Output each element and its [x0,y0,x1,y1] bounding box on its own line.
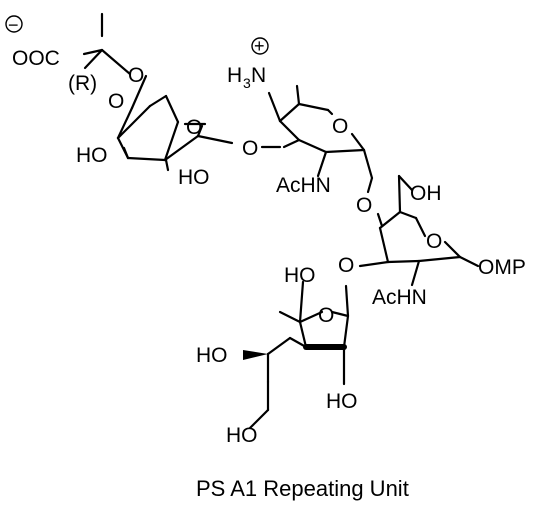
galactose-ring-oxygen-label: O [186,116,202,139]
amino-sugar-ring-oxygen-label: O [332,115,348,138]
amine-n-label: N [251,64,266,87]
negative-charge-circle [5,15,23,33]
carboxylate-label: OOC [12,47,60,70]
amine-h-label: H [227,64,242,87]
pyruvate-galactose-ring [82,12,234,172]
positive-charge-circle [251,37,269,55]
acetamido-1-label: AcHN [276,174,331,197]
figure-caption: PS A1 Repeating Unit [196,476,409,501]
glycosidic-oxygen-2-label: O [356,194,372,217]
furanose-ring-oxygen-label: O [318,304,334,327]
terminal-hydroxyl-label: HO [226,424,258,447]
link-amino-sugar-to-glucose [376,212,384,228]
lower-right-ring [358,174,480,287]
furanose-hydroxyl-bottom-label: HO [326,390,358,413]
side-chain-hydroxyl-label: HO [196,344,228,367]
amine-subscript-label: 3 [243,75,251,91]
anomeric-group-label: OMP [478,256,526,279]
galactose-hydroxyl-label: HO [76,144,108,167]
acetamido-2-label: AcHN [372,286,427,309]
atom-labels: − OOC (R) O O O HO HO O + H 3 N O AcHN O… [5,15,526,447]
furanose-hydroxyl-top-label: HO [284,264,316,287]
glycosidic-oxygen-1-label: O [242,137,258,160]
stereo-descriptor-label: (R) [68,72,97,95]
ring-oxygen-4-label: O [108,90,124,113]
lower-ring-oxygen-label: O [426,230,442,253]
negative-charge-symbol: − [8,15,19,35]
amino-sugar-ring [267,84,374,194]
primary-hydroxyl-label: OH [410,182,442,205]
ketal-oxygen-label: O [128,64,144,87]
positive-charge-symbol: + [254,36,265,56]
galactose-hydroxyl-2-label: HO [178,166,210,189]
furanose-ring [243,280,350,430]
glycosidic-oxygen-3-label: O [338,254,354,277]
